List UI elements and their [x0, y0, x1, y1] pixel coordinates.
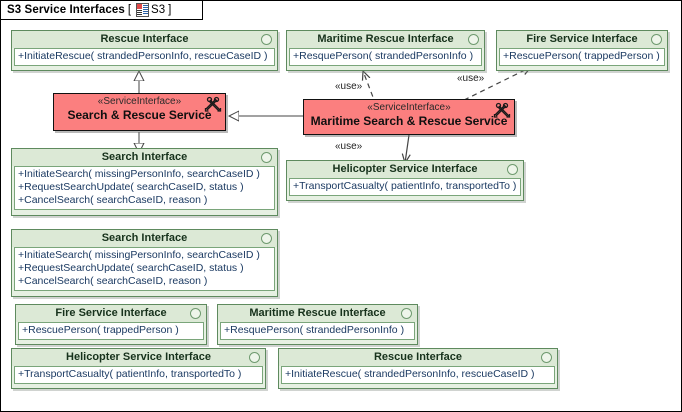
- interface-circle-icon: [507, 164, 518, 175]
- interface-circle-icon: [468, 34, 479, 45]
- service-name: Search & Rescue Service: [67, 108, 212, 122]
- class-title: Search Interface: [12, 230, 277, 247]
- service-search-rescue-service[interactable]: «ServiceInterface» Search & Rescue Servi…: [53, 93, 226, 131]
- operation: +InitiateRescue( strandedPersonInfo, res…: [285, 368, 535, 380]
- operation: +RequestSearchUpdate( searchCaseID, stat…: [18, 181, 244, 193]
- class-title: Rescue Interface: [279, 349, 557, 366]
- operation: +CancelSearch( searchCaseID, reason ): [18, 275, 208, 287]
- interface-circle-icon: [190, 308, 201, 319]
- operation: +InitiateRescue( strandedPersonInfo, res…: [18, 50, 268, 62]
- interface-circle-icon: [261, 34, 272, 45]
- class-maritime-rescue-interface-top[interactable]: Maritime Rescue Interface +ResquePerson(…: [286, 30, 485, 71]
- use-label-2: «use»: [457, 73, 485, 84]
- service-name: Maritime Search & Rescue Service: [310, 114, 508, 128]
- class-title: Fire Service Interface: [497, 31, 667, 48]
- operation: +ResquePerson( strandedPersonInfo ): [224, 324, 405, 336]
- class-title: Maritime Rescue Interface: [218, 305, 417, 322]
- operations-compartment: +TransportCasualty( patientInfo, transpo…: [14, 366, 263, 384]
- class-title: Search Interface: [12, 149, 277, 166]
- operation: +CancelSearch( searchCaseID, reason ): [18, 194, 208, 206]
- operations-compartment: +RescuePerson( trappedPerson ): [18, 322, 204, 340]
- operations-compartment: +TransportCasualty( patientInfo, transpo…: [289, 178, 521, 196]
- class-fire-service-interface-bottom[interactable]: Fire Service Interface +RescuePerson( tr…: [15, 304, 207, 345]
- operation: +RescuePerson( trappedPerson ): [22, 324, 179, 336]
- class-title: Fire Service Interface: [16, 305, 206, 322]
- document-diagram-icon: [136, 3, 150, 17]
- service-stereotype: «ServiceInterface»: [367, 102, 451, 113]
- tools-icon: [204, 96, 222, 114]
- class-search-interface-lower[interactable]: Search Interface +InitiateSearch( missin…: [11, 229, 278, 297]
- operation: +RescuePerson( trappedPerson ): [503, 50, 660, 62]
- operation: +InitiateSearch( missingPersonInfo, sear…: [18, 168, 260, 180]
- class-rescue-interface-top[interactable]: Rescue Interface +InitiateRescue( strand…: [11, 30, 278, 71]
- class-title: Maritime Rescue Interface: [287, 31, 484, 48]
- operation: +InitiateSearch( missingPersonInfo, sear…: [18, 249, 260, 261]
- class-title: Helicopter Service Interface: [287, 161, 523, 178]
- operations-compartment: +InitiateSearch( missingPersonInfo, sear…: [14, 166, 275, 210]
- interface-circle-icon: [249, 352, 260, 363]
- operations-compartment: +ResquePerson( strandedPersonInfo ): [220, 322, 415, 340]
- bracket-open: [: [127, 4, 132, 16]
- tools-icon: [493, 102, 511, 120]
- class-helicopter-service-interface-bottom[interactable]: Helicopter Service Interface +TransportC…: [11, 348, 266, 389]
- operation: +ResquePerson( strandedPersonInfo ): [293, 50, 474, 62]
- use-dependency-helicopter-service: [405, 134, 409, 163]
- class-title: Rescue Interface: [12, 31, 277, 48]
- interface-circle-icon: [261, 233, 272, 244]
- operations-compartment: +InitiateRescue( strandedPersonInfo, res…: [14, 48, 275, 66]
- bracket-close: ]: [168, 4, 172, 16]
- frame-name: S3: [151, 4, 166, 16]
- class-search-interface-mid[interactable]: Search Interface +InitiateSearch( missin…: [11, 148, 278, 216]
- interface-circle-icon: [651, 34, 662, 45]
- class-maritime-rescue-interface-bottom[interactable]: Maritime Rescue Interface +ResquePerson(…: [217, 304, 418, 345]
- operations-compartment: +RescuePerson( trappedPerson ): [499, 48, 665, 66]
- operation: +RequestSearchUpdate( searchCaseID, stat…: [18, 262, 244, 274]
- page-title: S3 Service Interfaces: [7, 4, 125, 16]
- class-fire-service-interface-top[interactable]: Fire Service Interface +RescuePerson( tr…: [496, 30, 668, 71]
- class-helicopter-service-interface-mid[interactable]: Helicopter Service Interface +TransportC…: [286, 160, 524, 201]
- operations-compartment: +InitiateRescue( strandedPersonInfo, res…: [281, 366, 555, 384]
- diagram-frame-tab: S3 Service Interfaces [ S3 ]: [1, 1, 203, 20]
- operation: +TransportCasualty( patientInfo, transpo…: [18, 368, 242, 380]
- class-rescue-interface-bottom[interactable]: Rescue Interface +InitiateRescue( strand…: [278, 348, 558, 389]
- service-stereotype: «ServiceInterface»: [97, 96, 182, 107]
- interface-circle-icon: [401, 308, 412, 319]
- operation: +TransportCasualty( patientInfo, transpo…: [293, 180, 517, 192]
- service-maritime-search-rescue-service[interactable]: «ServiceInterface» Maritime Search & Res…: [303, 99, 515, 135]
- use-label-1: «use»: [335, 81, 363, 92]
- operations-compartment: +InitiateSearch( missingPersonInfo, sear…: [14, 247, 275, 291]
- operations-compartment: +ResquePerson( strandedPersonInfo ): [289, 48, 482, 66]
- use-label-3: «use»: [335, 141, 363, 152]
- interface-circle-icon: [261, 152, 272, 163]
- class-title: Helicopter Service Interface: [12, 349, 265, 366]
- interface-circle-icon: [541, 352, 552, 363]
